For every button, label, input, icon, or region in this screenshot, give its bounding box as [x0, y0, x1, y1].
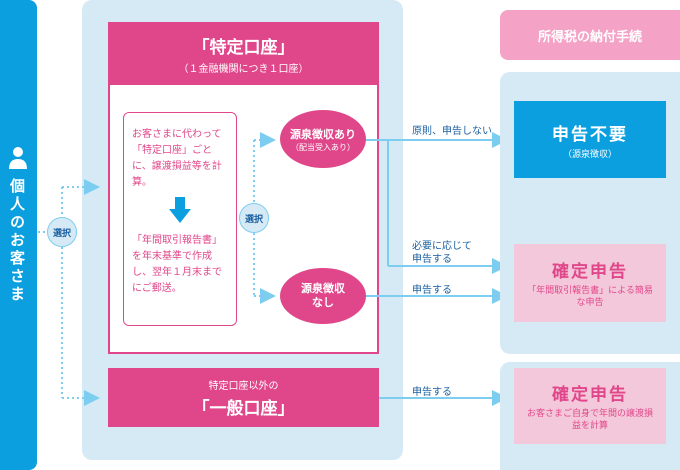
- kakutei-sub-1: 「年間取引報告書」による簡易な申告: [527, 286, 653, 308]
- kakutei-box-1: 確定申告 「年間取引報告書」による簡易な申告: [514, 244, 666, 322]
- tokutei-header: 「特定口座」 （１金融機関につき１口座）: [108, 22, 379, 85]
- withholding-no-label: 源泉徴収なし: [301, 282, 345, 309]
- tax-header: 所得税の納付手続: [500, 10, 680, 60]
- down-arrow-icon: [132, 197, 228, 229]
- label-report-1: 申告する: [412, 285, 452, 296]
- service-description: お客さまに代わって「特定口座」ごとに、譲渡損益等を計算。 「年間取引報告書」を年…: [123, 112, 237, 326]
- withholding-yes-label: 源泉徴収あり: [290, 127, 356, 141]
- withholding-yes-oval: 源泉徴収あり （配当受入あり）: [280, 110, 366, 168]
- tokutei-subtitle: （１金融機関につき１口座）: [178, 63, 309, 75]
- tax-header-label: 所得税の納付手続: [537, 29, 642, 45]
- customer-bar: [0, 0, 37, 470]
- kakutei-box-2: 確定申告 お客さまご自身で年間の譲渡損益を計算: [514, 368, 666, 444]
- no-report-box: 申告不要 （源泉徴収）: [514, 101, 666, 178]
- select-badge-outer: 選択: [47, 217, 77, 247]
- tokutei-title: 「特定口座」: [192, 37, 295, 58]
- ippan-label: 特定口座以外の: [208, 380, 279, 392]
- kakutei-title-1: 確定申告: [552, 262, 628, 282]
- no-report-title: 申告不要: [552, 124, 628, 145]
- select-label-outer: 選択: [52, 228, 71, 239]
- kakutei-sub-2: お客さまご自身で年間の譲渡損益を計算: [526, 409, 653, 431]
- kakutei-title-2: 確定申告: [552, 385, 628, 405]
- label-report-2: 申告する: [412, 387, 452, 398]
- description-report: 「年間取引報告書」を年末基準で作成し、翌年１月末までにご郵送。: [132, 235, 222, 294]
- person-icon: [8, 146, 28, 170]
- select-label-inner: 選択: [244, 214, 263, 225]
- customer-label: 個人のお客さま: [8, 178, 26, 304]
- no-report-sub: （源泉徴収）: [562, 149, 617, 160]
- label-no-report: 原則、申告しない: [412, 126, 492, 137]
- description-calc: お客さまに代わって「特定口座」ごとに、譲渡損益等を計算。: [132, 129, 222, 188]
- ippan-title: 「一般口座」: [192, 398, 295, 419]
- withholding-yes-sub: （配当受入あり）: [291, 142, 355, 152]
- select-badge-inner: 選択: [239, 203, 269, 233]
- ippan-box: 特定口座以外の 「一般口座」: [108, 368, 379, 427]
- withholding-no-oval: 源泉徴収なし: [280, 268, 366, 324]
- label-as-needed: 必要に応じて申告する: [412, 241, 472, 265]
